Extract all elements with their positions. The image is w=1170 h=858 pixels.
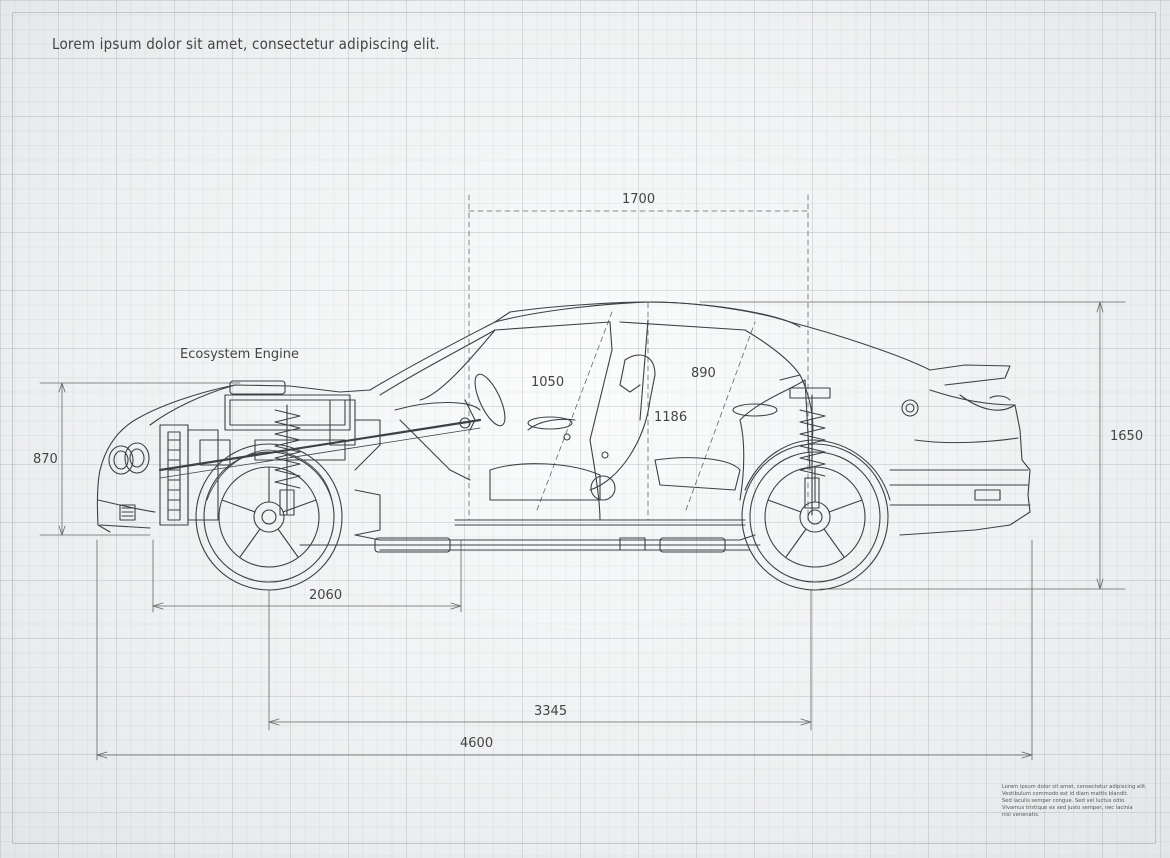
car-body-outline	[96, 301, 1031, 553]
dimension-front-to-midpoint: 2060	[309, 588, 343, 603]
footnote-line: Vivamus tristique ex sed justo semper, n…	[1002, 805, 1133, 811]
dimension-front-overhang: 870	[33, 452, 58, 467]
dimension-roof-width: 1700	[622, 192, 656, 207]
front-wheel	[195, 443, 343, 591]
rear-wheel	[741, 439, 891, 591]
footnote-line: Vestibulum commodo est id diam mattis bl…	[1002, 791, 1129, 797]
dimension-front-seat: 1050	[531, 375, 565, 390]
footnote-line: Sed iaculis semper congue. Sed vel luctu…	[1002, 798, 1126, 804]
engine-assembly	[119, 380, 381, 536]
footnote-line: nisl venenatis.	[1002, 812, 1040, 818]
dimension-seat-height: 1186	[654, 410, 688, 425]
dimension-overall-length: 4600	[460, 736, 494, 751]
blueprint-frame	[12, 12, 1156, 844]
dimension-overall-height: 1650	[1110, 429, 1144, 444]
rear-suspension	[789, 387, 831, 516]
engine-label: Ecosystem Engine	[180, 347, 299, 362]
footnote: Lorem ipsum dolor sit amet, consectetur …	[1002, 784, 1147, 819]
page-title: Lorem ipsum dolor sit amet, consectetur …	[52, 35, 440, 53]
footnote-line: Lorem ipsum dolor sit amet, consectetur …	[1002, 784, 1147, 790]
dimension-lines	[39, 194, 1126, 761]
dimension-wheelbase: 3345	[534, 704, 568, 719]
dimension-rear-seat: 890	[691, 366, 716, 381]
